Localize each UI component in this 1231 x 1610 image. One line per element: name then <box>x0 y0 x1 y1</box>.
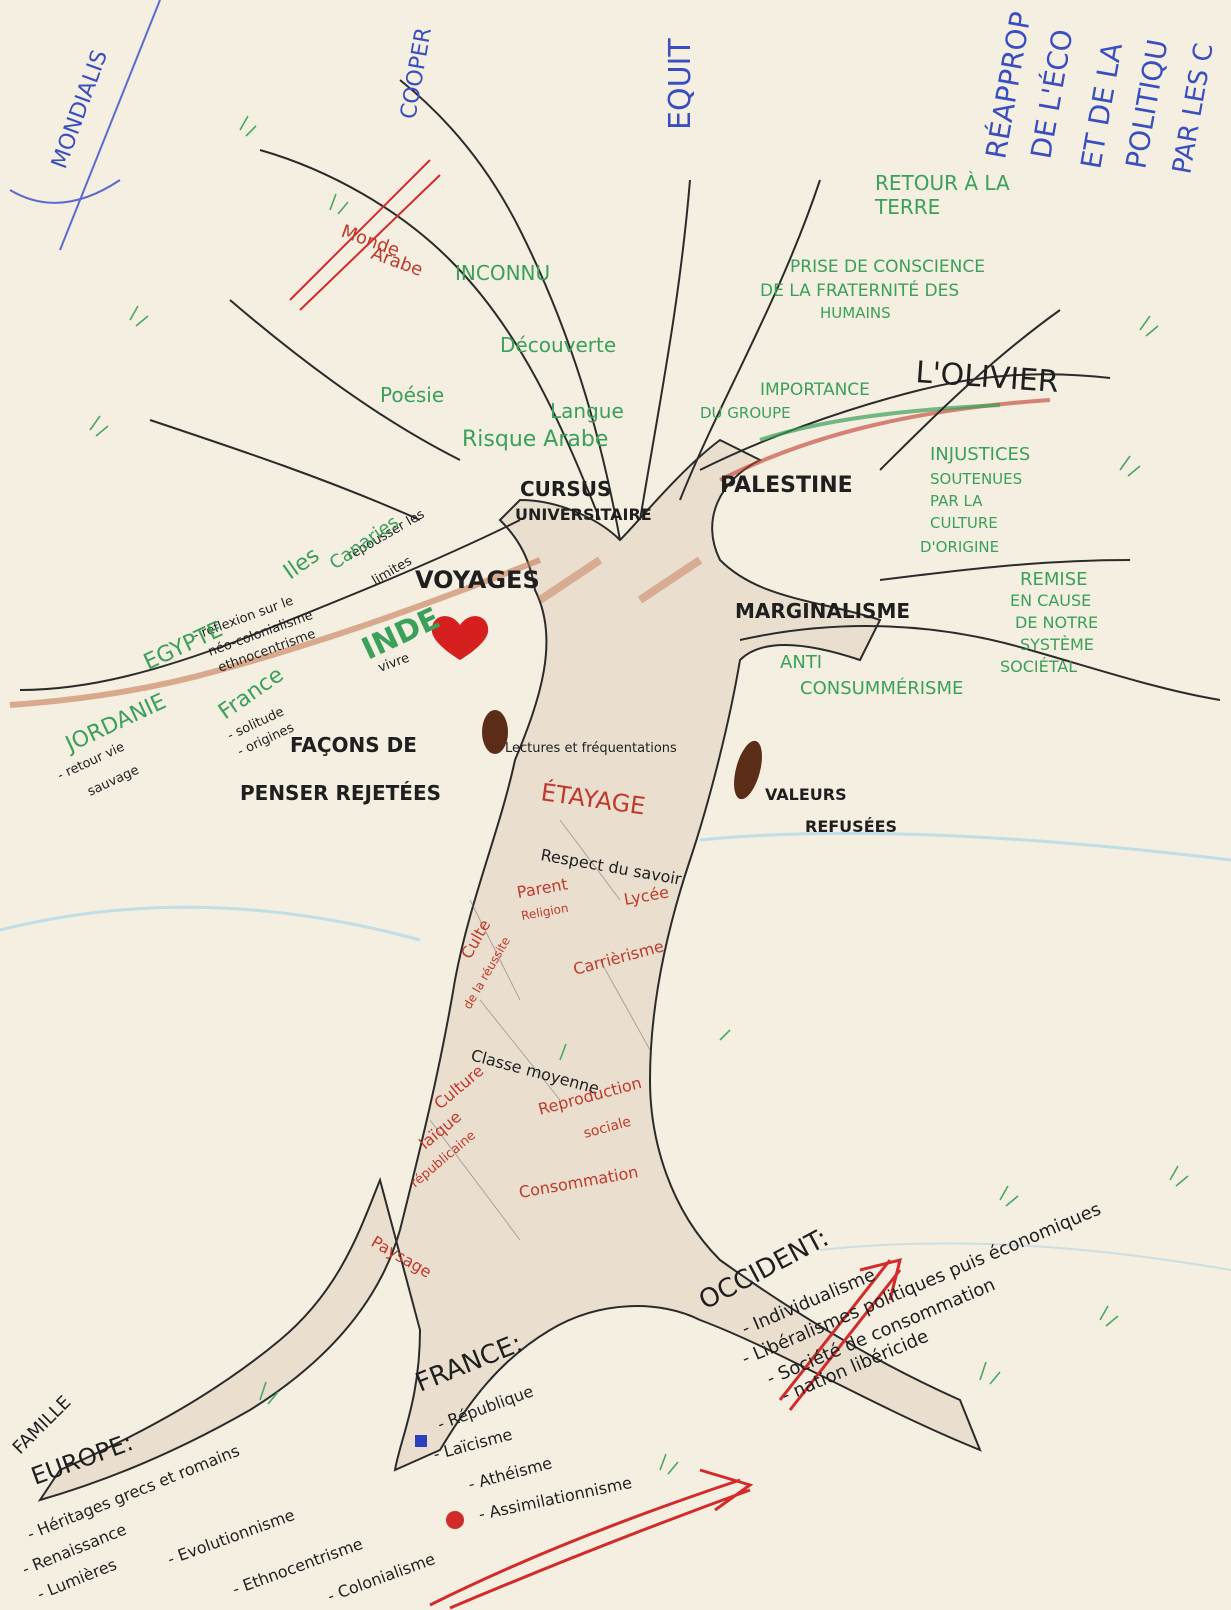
remise-cause-line3: DE NOTRE <box>1015 613 1098 632</box>
red-marker <box>446 1511 464 1529</box>
injustices-line5: D'ORIGINE <box>920 538 999 556</box>
voyages: VOYAGES <box>415 566 540 594</box>
poesie: Poésie <box>380 383 444 407</box>
importance-groupe-line1: IMPORTANCE <box>760 380 870 400</box>
retour-terre-line1: RETOUR À LA <box>875 171 1010 195</box>
facons-line1: FAÇONS DE <box>290 733 417 757</box>
remise-cause-line2: EN CAUSE <box>1010 591 1091 610</box>
anti-conso-line1: ANTI <box>780 652 822 673</box>
cursus-line1: CURSUS <box>520 477 611 501</box>
prise-conscience-line3: HUMAINS <box>820 304 891 322</box>
remise-cause-line4: SYSTÈME <box>1020 635 1094 654</box>
anti-conso-line2: CONSUMMÉRISME <box>800 677 963 699</box>
remise-cause-line5: SOCIÉTAL <box>1000 657 1077 676</box>
injustices-line4: CULTURE <box>930 514 998 532</box>
palestine: PALESTINE <box>720 473 853 498</box>
importance-groupe-line2: DU GROUPE <box>700 404 791 422</box>
valeurs-line2: REFUSÉES <box>805 817 897 836</box>
cursus-line2: UNIVERSITAIRE <box>515 505 652 524</box>
blue-marker <box>415 1435 427 1447</box>
prise-conscience-line2: DE LA FRATERNITÉ DES <box>760 279 959 301</box>
facons-line2: PENSER REJETÉES <box>240 781 441 805</box>
marginalisme: MARGINALISME <box>735 599 910 623</box>
injustices-line2: SOUTENUES <box>930 470 1022 488</box>
trunk-lectures: Lectures et fréquentations <box>505 741 677 756</box>
valeurs-line1: VALEURS <box>765 785 847 804</box>
langue: Langue <box>550 399 624 423</box>
prise-conscience-line1: PRISE DE CONSCIENCE <box>790 257 985 277</box>
remise-cause-line1: REMISE <box>1020 569 1088 590</box>
inconnu: INCONNU <box>455 261 550 285</box>
injustices-line1: INJUSTICES <box>930 444 1030 465</box>
injustices-line3: PAR LA <box>930 492 983 510</box>
decouverte: Découverte <box>500 333 616 357</box>
top-word-equit: EQUIT <box>663 38 698 130</box>
risque-arabe: Risque Arabe <box>462 427 608 452</box>
retour-terre-line2: TERRE <box>874 195 940 219</box>
